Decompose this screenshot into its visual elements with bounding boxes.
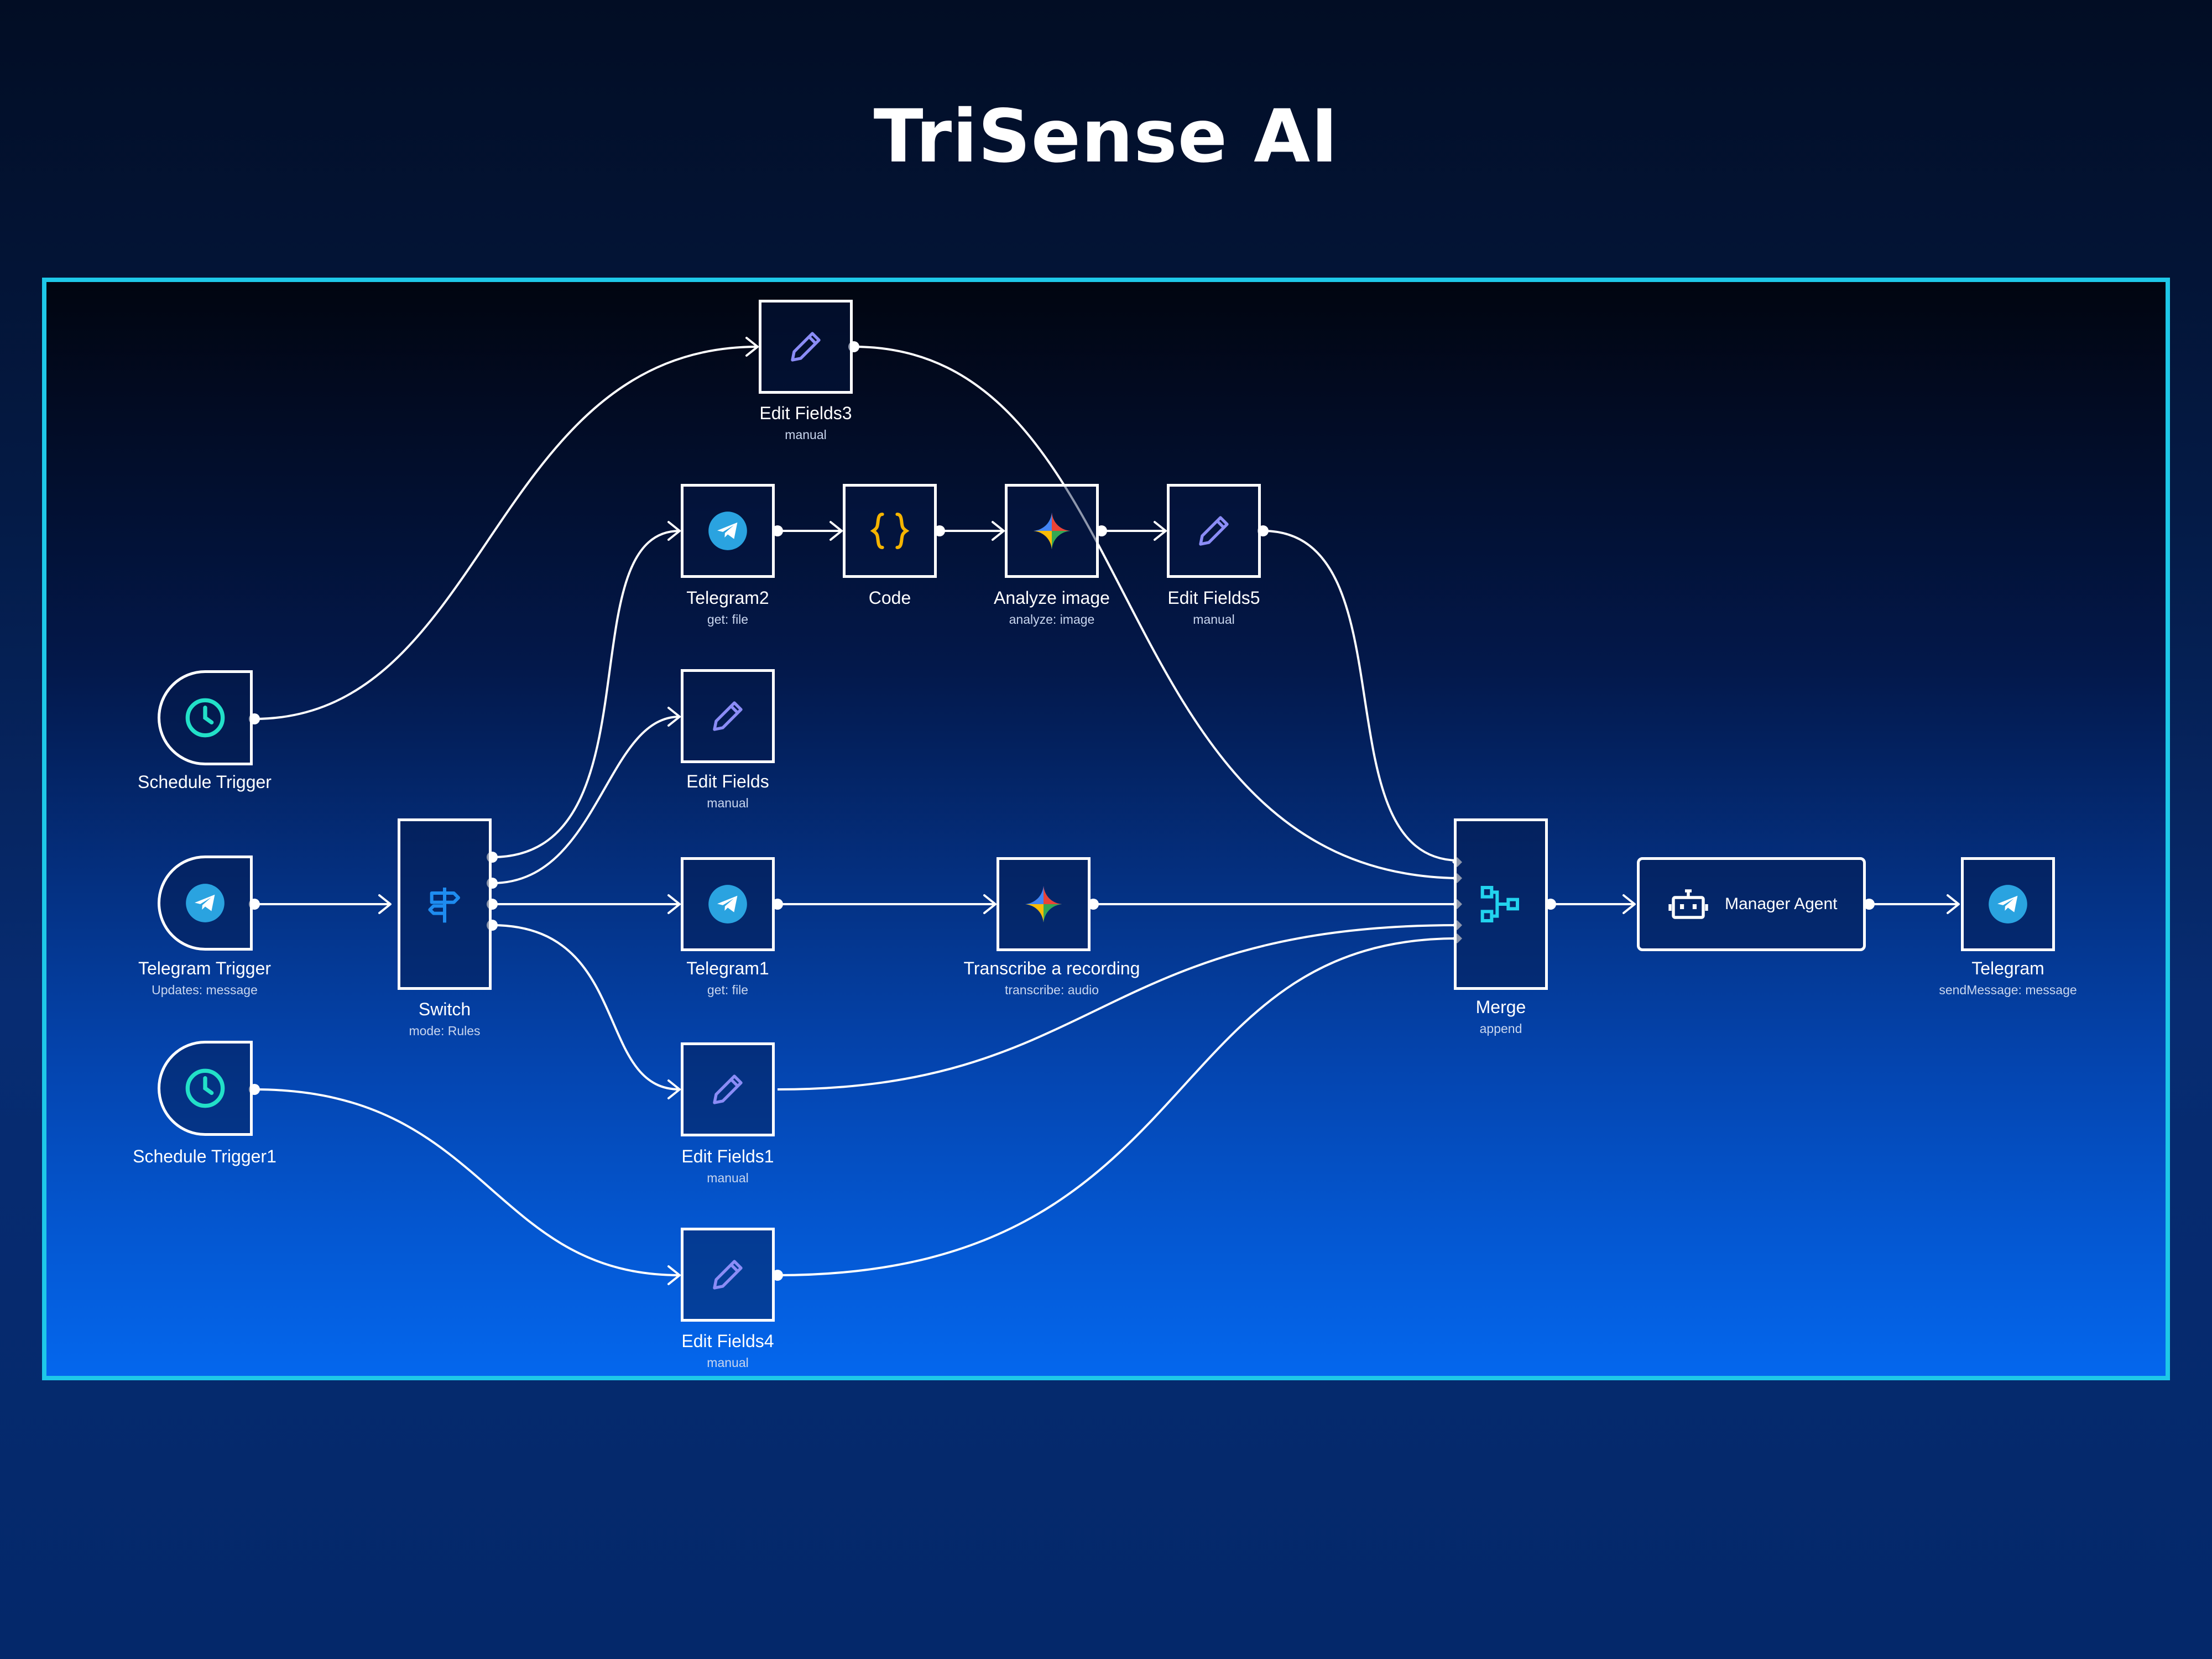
page-title: TriSense AI bbox=[873, 94, 1339, 179]
node-label: Merge bbox=[1475, 997, 1526, 1017]
node-sublabel: append bbox=[1479, 1021, 1522, 1036]
telegram-icon bbox=[708, 512, 747, 550]
node-sublabel: get: file bbox=[707, 612, 749, 627]
robot-icon bbox=[1668, 889, 1708, 919]
output-handle[interactable] bbox=[1864, 899, 1875, 910]
node-label: Edit Fields5 bbox=[1167, 588, 1260, 608]
node-edit-fields[interactable] bbox=[681, 669, 775, 763]
arrowhead bbox=[983, 894, 997, 914]
node-schedule-trigger[interactable] bbox=[158, 670, 253, 765]
node-label: Analyze image bbox=[994, 588, 1110, 608]
arrowhead bbox=[830, 521, 843, 541]
node-analyze-image[interactable] bbox=[1005, 484, 1099, 578]
node-label: Edit Fields bbox=[686, 771, 769, 791]
connection-switch-to-editfields bbox=[492, 716, 680, 884]
node-label: Switch bbox=[418, 999, 471, 1019]
node-sublabel: get: file bbox=[707, 983, 749, 997]
workflow-canvas[interactable]: Edit Fields3 manual Telegram2 get: file … bbox=[42, 278, 2170, 1380]
gemini-sparkle-icon bbox=[1034, 513, 1070, 549]
gemini-sparkle-icon bbox=[1025, 886, 1062, 922]
node-edit-fields5[interactable] bbox=[1167, 484, 1261, 578]
connection-switch-to-telegram2 bbox=[492, 530, 680, 858]
output-handle[interactable] bbox=[1096, 525, 1107, 536]
output-handle[interactable] bbox=[772, 525, 783, 536]
arrowhead bbox=[745, 337, 759, 357]
output-handle[interactable] bbox=[934, 525, 945, 536]
output-handle[interactable] bbox=[772, 1270, 783, 1281]
node-label: Telegram2 bbox=[686, 588, 769, 608]
node-switch[interactable] bbox=[398, 818, 492, 990]
output-handle[interactable] bbox=[772, 899, 783, 910]
node-telegram-trigger[interactable] bbox=[158, 855, 253, 951]
arrowhead bbox=[667, 707, 681, 727]
node-telegram2[interactable] bbox=[681, 484, 775, 578]
pencil-icon bbox=[713, 1260, 743, 1290]
node-code[interactable] bbox=[843, 484, 937, 578]
arrowhead bbox=[667, 1265, 681, 1285]
node-schedule-trigger1[interactable] bbox=[158, 1041, 253, 1136]
node-label: Edit Fields4 bbox=[681, 1331, 774, 1351]
connection-editfields3-to-merge bbox=[853, 346, 1458, 879]
telegram-icon bbox=[708, 885, 747, 924]
node-edit-fields3[interactable] bbox=[759, 300, 853, 394]
node-sublabel: manual bbox=[707, 796, 749, 810]
node-sublabel: transcribe: audio bbox=[1004, 983, 1099, 997]
node-merge[interactable] bbox=[1454, 818, 1548, 990]
clock-icon bbox=[185, 1068, 225, 1108]
telegram-icon bbox=[1989, 885, 2027, 924]
node-transcribe-recording[interactable] bbox=[997, 857, 1091, 951]
connection-editfields5-to-merge bbox=[1262, 530, 1458, 862]
arrowhead bbox=[1154, 521, 1167, 541]
node-label: Telegram bbox=[1971, 958, 2044, 978]
connection-schedule-to-editfields3 bbox=[254, 346, 758, 720]
connection-editfields4-to-merge bbox=[777, 937, 1458, 1276]
node-label: Code bbox=[868, 588, 911, 608]
output-handle[interactable] bbox=[1545, 899, 1556, 910]
arrowhead bbox=[992, 521, 1005, 541]
node-sublabel: manual bbox=[707, 1355, 749, 1370]
node-label: Telegram1 bbox=[686, 958, 769, 978]
arrowhead bbox=[1623, 894, 1636, 914]
pencil-icon bbox=[713, 701, 743, 731]
arrowhead bbox=[667, 894, 681, 914]
node-label: Manager Agent bbox=[1725, 895, 1838, 913]
node-telegram1[interactable] bbox=[681, 857, 775, 951]
pencil-icon bbox=[713, 1074, 743, 1104]
node-sublabel: manual bbox=[707, 1171, 749, 1185]
node-label: Edit Fields3 bbox=[759, 403, 852, 423]
node-edit-fields1[interactable] bbox=[681, 1042, 775, 1136]
node-sublabel: analyze: image bbox=[1009, 612, 1095, 627]
node-label: Edit Fields1 bbox=[681, 1146, 774, 1166]
connection-schedule1-to-editfields4 bbox=[254, 1088, 680, 1276]
node-manager-agent[interactable]: Manager Agent bbox=[1637, 857, 1866, 951]
pencil-icon bbox=[1199, 516, 1229, 546]
node-label: Schedule Trigger1 bbox=[133, 1146, 276, 1166]
node-edit-fields4[interactable] bbox=[681, 1228, 775, 1322]
arrowhead bbox=[667, 521, 681, 541]
telegram-icon bbox=[186, 884, 225, 922]
output-handle[interactable] bbox=[1088, 899, 1099, 910]
node-label: Telegram Trigger bbox=[138, 958, 272, 978]
code-braces-icon bbox=[870, 513, 910, 549]
node-sublabel: Updates: message bbox=[152, 983, 258, 997]
merge-icon bbox=[1480, 886, 1519, 922]
node-sublabel: manual bbox=[785, 427, 827, 442]
node-label: Transcribe a recording bbox=[963, 958, 1140, 978]
arrowhead bbox=[667, 1079, 681, 1099]
signpost-icon bbox=[428, 888, 460, 923]
node-sublabel: mode: Rules bbox=[409, 1024, 481, 1038]
arrowhead bbox=[1947, 894, 1960, 914]
node-sublabel: manual bbox=[1193, 612, 1235, 627]
node-telegram[interactable] bbox=[1961, 857, 2055, 951]
arrowhead bbox=[378, 894, 392, 914]
node-label: Schedule Trigger bbox=[138, 772, 272, 792]
connection-editfields1-to-merge bbox=[777, 924, 1458, 1091]
connection-switch-to-editfields1 bbox=[492, 924, 680, 1091]
clock-icon bbox=[185, 698, 225, 738]
connections-layer bbox=[249, 337, 1960, 1285]
pencil-icon bbox=[791, 332, 821, 362]
node-sublabel: sendMessage: message bbox=[1939, 983, 2077, 997]
